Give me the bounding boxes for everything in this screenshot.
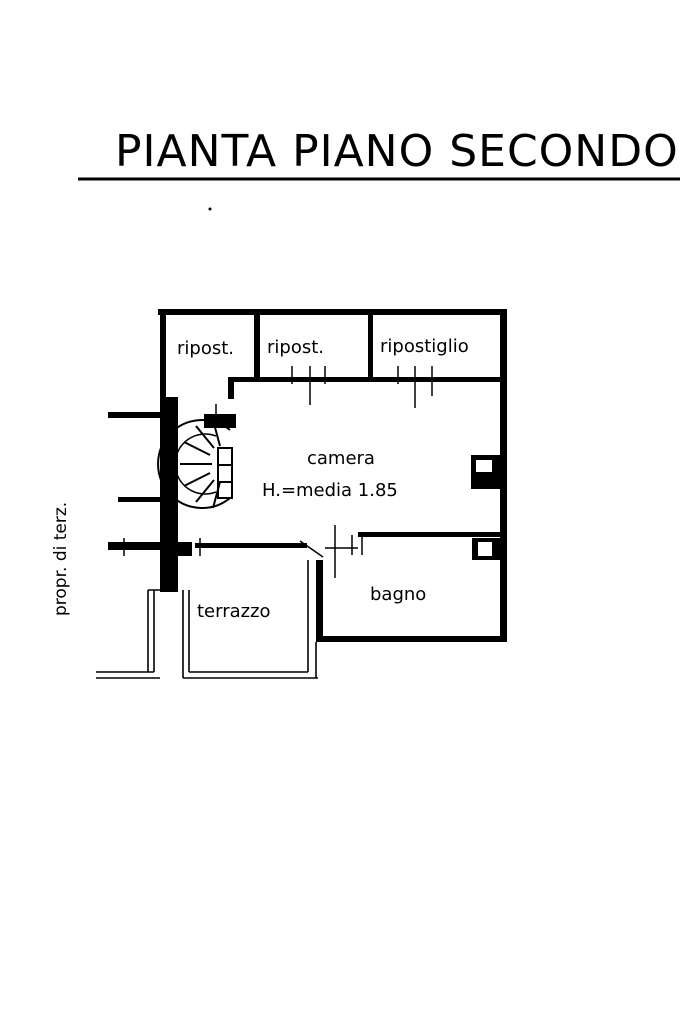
terrace-parapet <box>96 560 318 679</box>
ink-dot <box>208 207 212 211</box>
room-label-camera: camera <box>307 448 375 469</box>
room-label-terrazzo: terrazzo <box>197 601 271 622</box>
room-label-ripost-1: ripost. <box>177 338 234 359</box>
openings <box>123 366 433 578</box>
plan-title: PIANTA PIANO SECONDO <box>115 126 679 177</box>
room-label-ripost-2: ripost. <box>267 337 324 358</box>
room-label-ripostiglio: ripostiglio <box>380 336 469 357</box>
column-void-2 <box>478 542 492 556</box>
column-void <box>476 460 492 472</box>
side-label-propr-di-terz: propr. di terz. <box>51 502 71 616</box>
spiral-staircase <box>157 414 236 509</box>
room-label-camera-height: H.=media 1.85 <box>262 480 398 501</box>
room-label-bagno: bagno <box>370 584 426 605</box>
